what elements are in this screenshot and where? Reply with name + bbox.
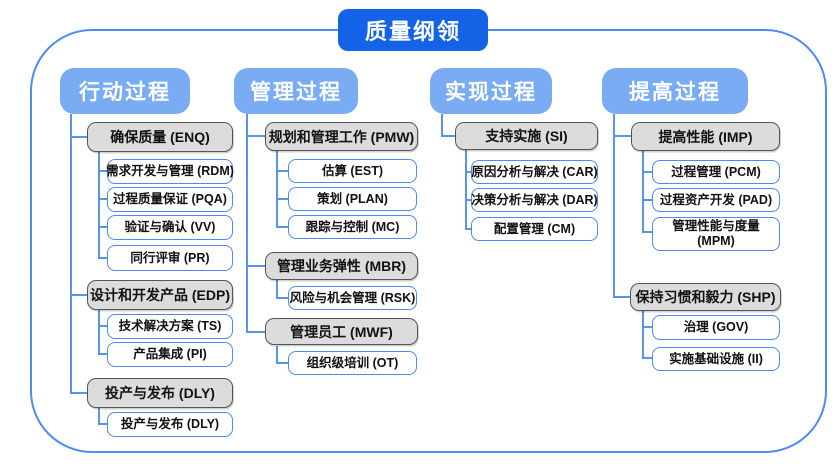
leaf-box-dly: 投产与发布 (DLY) xyxy=(107,412,233,437)
connector-line xyxy=(70,294,87,296)
connector-line xyxy=(246,135,265,137)
group-box-si: 支持实施 (SI) xyxy=(455,122,598,150)
diagram-title: 质量纲领 xyxy=(338,9,488,51)
leaf-box-pcm: 过程管理 (PCM) xyxy=(652,160,780,184)
column-header-management-process: 管理过程 xyxy=(234,68,358,114)
connector-line xyxy=(70,114,72,393)
leaf-box-rsk: 风险与机会管理 (RSK) xyxy=(288,286,417,310)
leaf-box-gov: 治理 (GOV) xyxy=(652,315,780,340)
connector-line xyxy=(276,362,288,364)
connector-line xyxy=(246,114,248,332)
connector-line xyxy=(246,331,265,333)
connector-line xyxy=(98,257,107,259)
connector-line xyxy=(465,228,471,230)
connector-line xyxy=(613,135,631,137)
group-box-shp: 保持习惯和毅力 (SHP) xyxy=(630,283,781,311)
connector-line xyxy=(276,280,278,299)
connector-line xyxy=(98,408,100,424)
connector-line xyxy=(98,310,100,355)
connector-line xyxy=(465,199,471,201)
leaf-box-vv: 验证与确认 (VV) xyxy=(107,215,233,240)
leaf-box-plan: 策划 (PLAN) xyxy=(288,187,417,211)
connector-line xyxy=(642,231,652,233)
connector-line xyxy=(276,346,278,364)
connector-line xyxy=(642,151,644,233)
group-box-imp: 提高性能 (IMP) xyxy=(631,122,780,151)
group-box-mwf: 管理员工 (MWF) xyxy=(265,318,418,345)
group-box-mbr: 管理业务弹性 (MBR) xyxy=(265,252,418,280)
group-box-edp: 设计和开发产品 (EDP) xyxy=(87,280,233,310)
connector-line xyxy=(276,170,288,172)
connector-line xyxy=(98,170,107,172)
connector-line xyxy=(98,226,107,228)
connector-line xyxy=(465,171,471,173)
leaf-box-cm: 配置管理 (CM) xyxy=(471,217,598,241)
connector-line xyxy=(98,353,107,355)
connector-line xyxy=(70,392,87,394)
connector-line xyxy=(276,151,278,228)
leaf-box-rdm: 需求开发与管理 (RDM) xyxy=(106,159,234,184)
group-box-dly: 投产与发布 (DLY) xyxy=(87,378,233,408)
group-box-enq: 确保质量 (ENQ) xyxy=(87,122,233,152)
connector-line xyxy=(642,357,652,359)
connector-line xyxy=(276,198,288,200)
connector-line xyxy=(465,150,467,229)
connector-line xyxy=(276,226,288,228)
connector-line xyxy=(613,114,615,297)
connector-line xyxy=(98,198,107,200)
connector-line xyxy=(642,199,652,201)
connector-line xyxy=(642,171,652,173)
leaf-box-pad: 过程资产开发 (PAD) xyxy=(652,188,780,212)
group-box-pmw: 规划和管理工作 (PMW) xyxy=(265,122,418,151)
leaf-box-est: 估算 (EST) xyxy=(288,159,417,183)
connector-line xyxy=(276,297,288,299)
column-header-action-process: 行动过程 xyxy=(60,68,190,114)
leaf-box-pqa: 过程质量保证 (PQA) xyxy=(107,187,233,212)
leaf-box-mc: 跟踪与控制 (MC) xyxy=(288,215,417,239)
leaf-box-pr: 同行评审 (PR) xyxy=(107,245,233,271)
column-header-realization-process: 实现过程 xyxy=(430,68,552,114)
connector-line xyxy=(441,135,455,137)
leaf-box-mpm: 管理性能与度量 (MPM) xyxy=(652,217,780,251)
connector-line xyxy=(98,152,100,259)
connector-line xyxy=(642,311,644,358)
connector-line xyxy=(441,114,443,137)
column-header-improvement-process: 提高过程 xyxy=(602,68,748,114)
connector-line xyxy=(613,296,630,298)
leaf-box-car: 原因分析与解决 (CAR) xyxy=(471,160,598,184)
leaf-box-ts: 技术解决方案 (TS) xyxy=(107,314,233,339)
leaf-box-ii: 实施基础设施 (II) xyxy=(652,347,780,371)
connector-line xyxy=(98,325,107,327)
leaf-box-pi: 产品集成 (PI) xyxy=(107,342,233,367)
connector-line xyxy=(246,265,265,267)
connector-line xyxy=(642,326,652,328)
leaf-box-dar: 决策分析与解决 (DAR) xyxy=(471,188,598,212)
connector-line xyxy=(70,136,87,138)
connector-line xyxy=(98,423,107,425)
leaf-box-ot: 组织级培训 (OT) xyxy=(288,351,417,375)
